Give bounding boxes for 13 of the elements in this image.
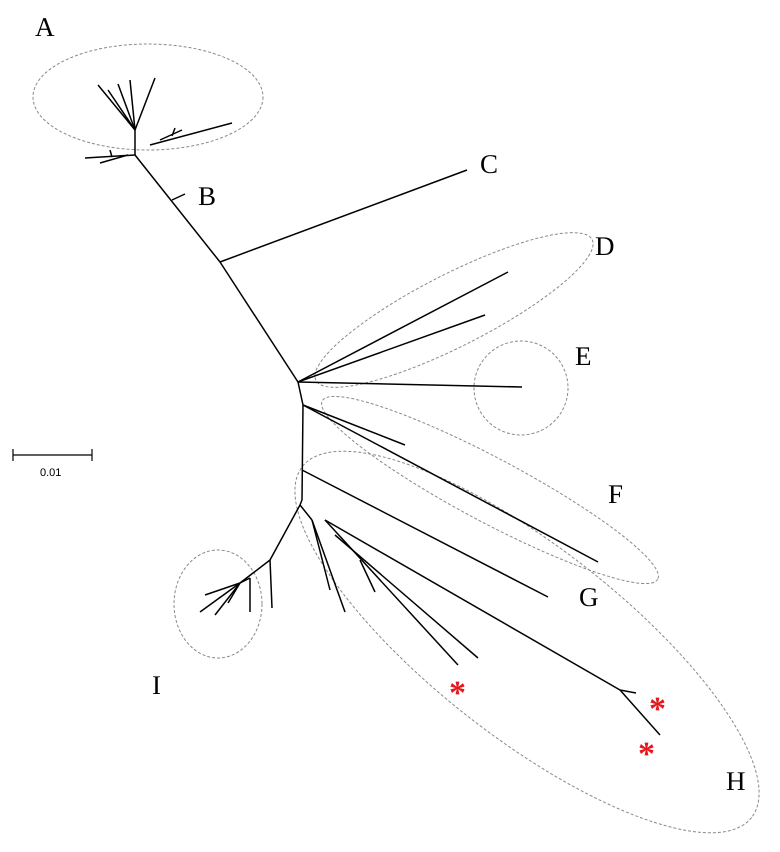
scale-label: 0.01	[40, 468, 62, 479]
clade-label: I	[152, 672, 161, 699]
clade-label: D	[595, 233, 614, 260]
clade-label: G	[579, 584, 598, 611]
clade-label: C	[480, 151, 498, 178]
asterisk-mark: *	[638, 738, 655, 772]
clade-label: B	[198, 183, 216, 210]
asterisk-mark: *	[449, 677, 466, 711]
clade-label: A	[35, 14, 54, 41]
clade-label: F	[608, 481, 624, 508]
asterisk-mark: *	[649, 693, 666, 727]
clade-label: H	[726, 768, 746, 795]
clade-label: E	[575, 343, 592, 370]
